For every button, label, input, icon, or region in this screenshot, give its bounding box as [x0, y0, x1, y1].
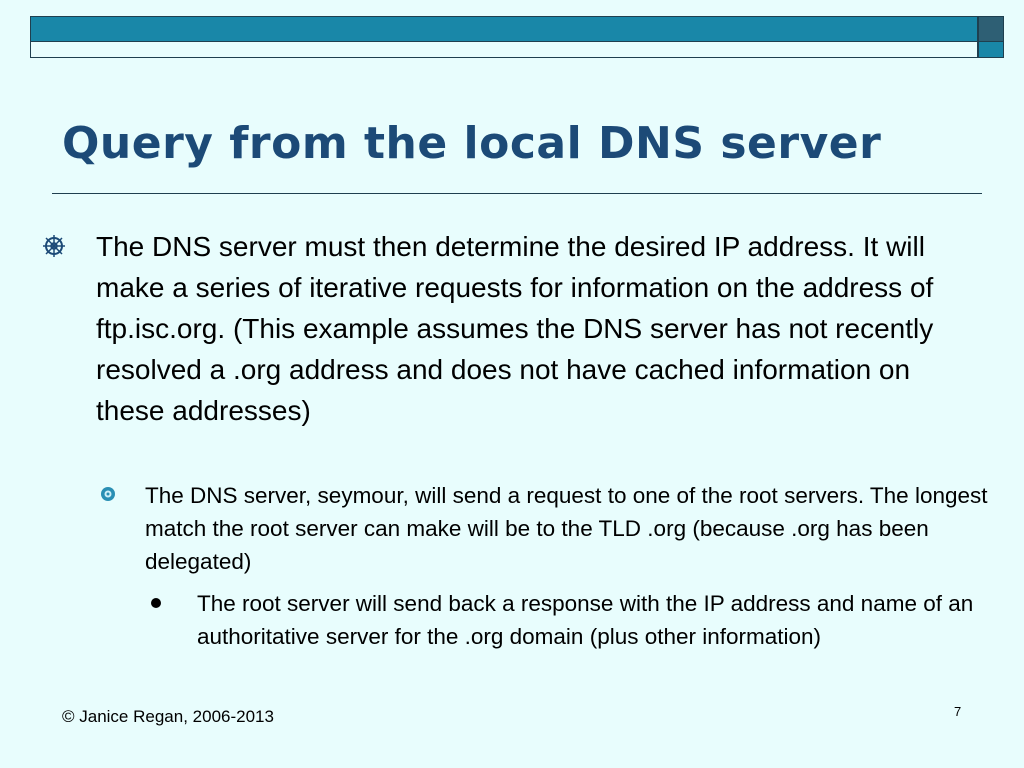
- bullet-level-2: The DNS server, seymour, will send a req…: [145, 483, 988, 574]
- title-divider: [52, 193, 982, 194]
- header-corner-square-dark: [978, 16, 1004, 42]
- dot-bullet-icon: [151, 598, 161, 608]
- slide-title: Query from the local DNS server: [62, 118, 882, 169]
- bullet-level-3: The root server will send back a respons…: [197, 591, 974, 649]
- footer-copyright: © Janice Regan, 2006-2013: [62, 707, 274, 726]
- header-bar-lower: [30, 42, 978, 58]
- bullet-level-1: The DNS server must then determine the d…: [96, 231, 934, 426]
- header-corner-square-light: [978, 42, 1004, 58]
- flower-bullet-icon: [101, 487, 115, 501]
- page-number: 7: [954, 704, 962, 719]
- header-bar: [30, 16, 978, 42]
- wheel-bullet-icon: [43, 235, 65, 257]
